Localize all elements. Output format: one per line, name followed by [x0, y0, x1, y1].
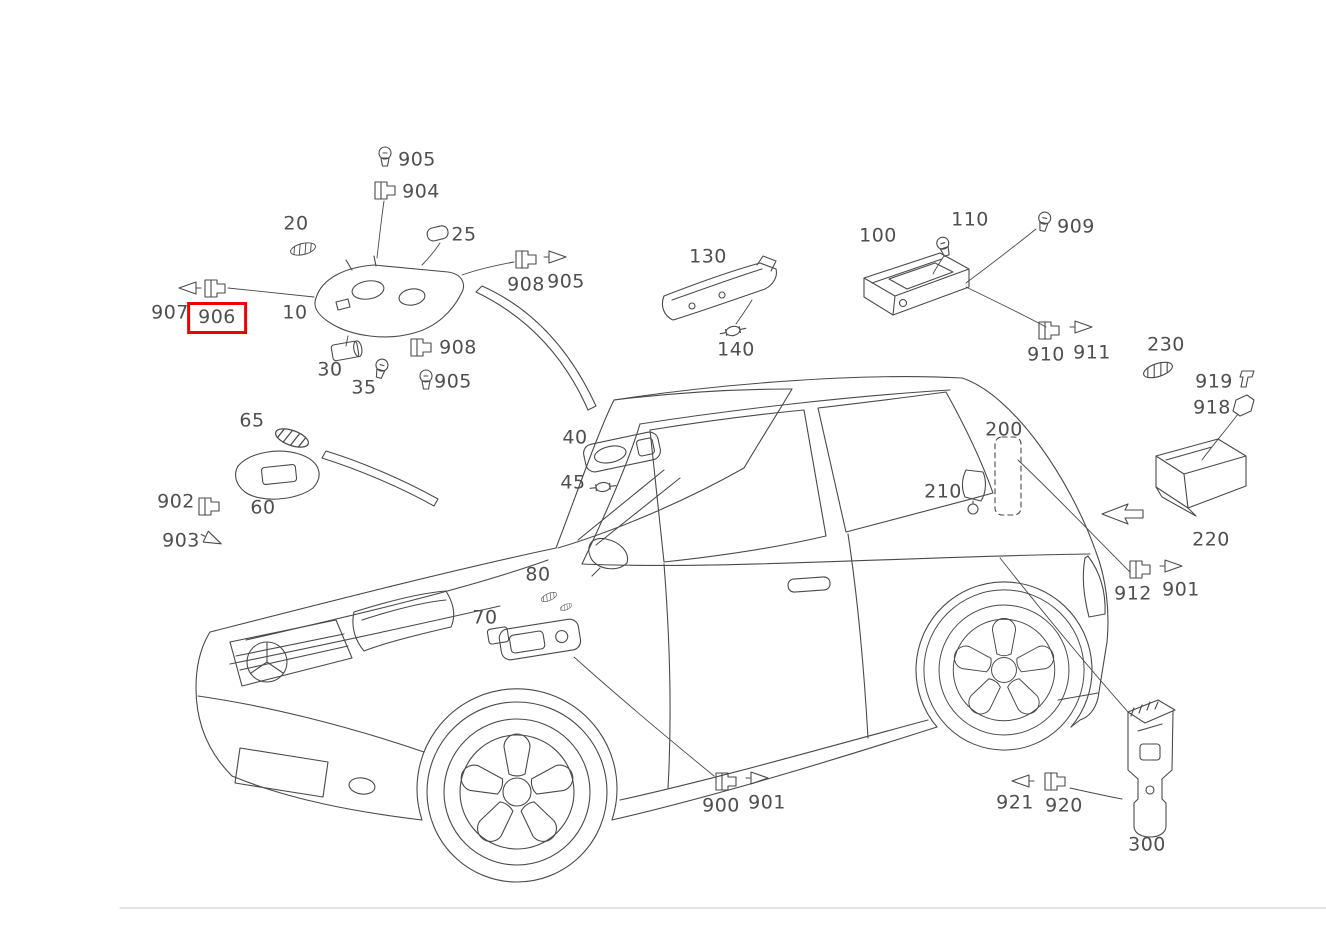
part-label[interactable]: 220 — [1192, 528, 1230, 551]
part-label[interactable]: 20 — [283, 212, 309, 235]
part-label[interactable]: 901 — [1162, 578, 1200, 601]
sun-visor-sketch — [235, 450, 320, 500]
part-label[interactable]: 65 — [239, 409, 265, 432]
part-label[interactable]: 140 — [717, 338, 755, 361]
direction-arrow-icon — [1101, 503, 1144, 525]
part-label[interactable]: 902 — [157, 490, 195, 513]
part-label[interactable]: 903 — [162, 529, 200, 552]
roof-control-unit-sketch — [863, 252, 970, 316]
part-label[interactable]: 905 — [434, 370, 472, 393]
lamp-housing-dashed-sketch — [961, 436, 1022, 516]
part-label[interactable]: 70 — [472, 606, 498, 629]
part-label[interactable]: 909 — [1057, 215, 1095, 238]
part-label[interactable]: 110 — [951, 208, 989, 231]
part-label[interactable]: 10 — [282, 301, 308, 324]
part-label[interactable]: 907 — [151, 301, 189, 324]
part-label[interactable]: 300 — [1128, 833, 1166, 856]
interior-lamp-40-sketch — [583, 431, 661, 473]
part-label[interactable]: 921 — [996, 791, 1034, 814]
footwell-lamp-70-sketch — [486, 618, 582, 661]
part-label[interactable]: 918 — [1193, 396, 1231, 419]
part-label[interactable]: 901 — [748, 791, 786, 814]
part-label[interactable]: 200 — [985, 418, 1023, 441]
part-label[interactable]: 25 — [451, 223, 477, 246]
sensor-30-sketch — [330, 340, 363, 362]
car-body-sketch — [195, 376, 1109, 821]
part-label[interactable]: 100 — [859, 224, 897, 247]
part-label[interactable]: 40 — [562, 426, 588, 449]
part-label[interactable]: 230 — [1147, 333, 1185, 356]
glovebox-lamp-sketch — [1101, 438, 1247, 525]
part-label[interactable]: 911 — [1073, 341, 1111, 364]
part-label[interactable]: 60 — [250, 496, 276, 519]
bracket-919-icon — [1239, 370, 1255, 388]
bracket-918-icon — [1232, 394, 1255, 417]
part-label[interactable]: 900 — [702, 794, 740, 817]
reading-lamp-strip-sketch — [661, 255, 777, 321]
trim-strip-sketch — [321, 285, 597, 507]
part-label[interactable]: 905 — [547, 270, 585, 293]
part-label[interactable]: 130 — [689, 245, 727, 268]
part-label[interactable]: 920 — [1045, 794, 1083, 817]
part-label[interactable]: 908 — [439, 336, 477, 359]
part-label[interactable]: 919 — [1195, 370, 1233, 393]
part-label[interactable]: 910 — [1027, 343, 1065, 366]
part-label[interactable]: 80 — [525, 563, 551, 586]
door-pillar-switch-300-sketch — [1127, 699, 1176, 838]
part-label-highlighted[interactable]: 906 — [187, 302, 247, 334]
part-label[interactable]: 30 — [317, 358, 343, 381]
part-label[interactable]: 35 — [351, 376, 377, 399]
part-label[interactable]: 905 — [398, 148, 436, 171]
part-label[interactable]: 904 — [402, 180, 440, 203]
part-label[interactable]: 912 — [1114, 582, 1152, 605]
overhead-console-sketch — [314, 255, 465, 338]
part-label[interactable]: 210 — [924, 480, 962, 503]
lens-icon — [426, 225, 449, 242]
leader-lines — [227, 200, 1239, 800]
part-label[interactable]: 45 — [560, 471, 586, 494]
part-label[interactable]: 908 — [507, 273, 545, 296]
